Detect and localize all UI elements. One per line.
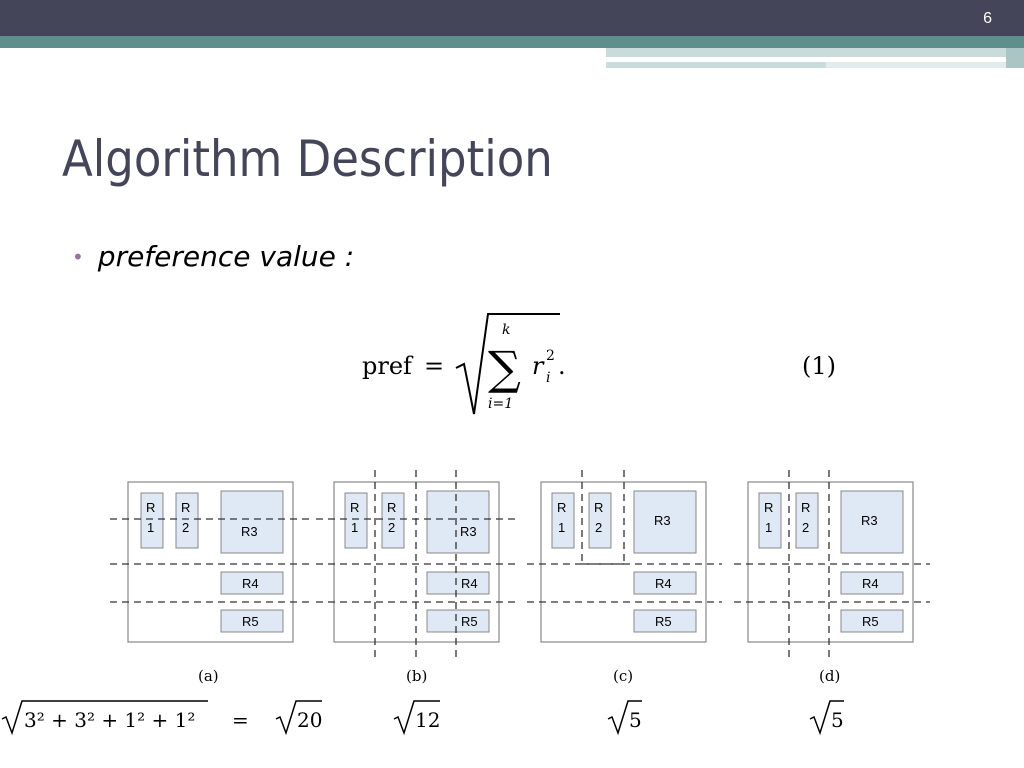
region-r1-label-r: R — [764, 500, 773, 515]
region-r4-label: R4 — [862, 576, 879, 591]
region-r1 — [344, 492, 368, 549]
panel-b: R 1 R 2 R3 R4 R5 (b) — [316, 470, 515, 685]
panel-a: R 1 R 2 R3 R4 R5 (a) — [110, 481, 310, 685]
region-r3-label: R3 — [460, 524, 477, 539]
region-r4-label: R4 — [242, 576, 259, 591]
partition-figure: R 1 R 2 R3 R4 R5 (a) R 1 R 2 R3 R4 R5 — [110, 470, 930, 685]
region-r2 — [795, 492, 819, 549]
region-r5-label: R5 — [461, 614, 478, 629]
region-r2 — [381, 492, 405, 549]
region-r2-label-n: 2 — [802, 520, 809, 535]
region-r5 — [220, 609, 284, 633]
header-accent-1 — [606, 48, 1024, 57]
header-accent-3 — [826, 62, 1024, 68]
formula-lhs: pref — [362, 352, 414, 380]
region-r3 — [840, 490, 904, 554]
bullet-text: preference value : — [97, 240, 355, 273]
region-r1-label-n: 1 — [765, 520, 772, 535]
region-r3-label: R3 — [654, 513, 671, 528]
region-r5-label: R5 — [242, 614, 259, 629]
slide-number: 6 — [983, 10, 992, 27]
region-r4 — [426, 571, 490, 595]
sqrt-icon — [275, 700, 322, 736]
region-r4-label: R4 — [461, 576, 478, 591]
result-a: 3² + 3² + 1² + 1² = 20 — [1, 700, 322, 736]
result-c-value: 5 — [629, 708, 642, 732]
region-r3 — [220, 490, 284, 554]
region-r3 — [633, 490, 697, 554]
region-r4 — [220, 571, 284, 595]
region-r2-label-r: R — [801, 500, 810, 515]
result-c: 5 — [607, 700, 642, 736]
sum-lower: i=1 — [488, 396, 513, 412]
panel-c: R 1 R 2 R3 R4 R5 (c) — [527, 470, 722, 685]
formula: pref = k ∑ i=1 r 2 i . (1) — [362, 313, 836, 415]
sqrt-icon — [455, 313, 560, 415]
region-r5 — [426, 609, 490, 633]
region-r3-label: R3 — [861, 513, 878, 528]
region-r2-label-r: R — [181, 500, 190, 515]
region-r4 — [840, 571, 904, 595]
sqrt-icon — [393, 700, 440, 736]
region-r2 — [175, 492, 199, 549]
region-r1 — [140, 492, 164, 549]
region-r1 — [551, 492, 575, 549]
region-r5-label: R5 — [862, 614, 879, 629]
header-accent-4 — [1006, 48, 1024, 68]
region-r1-label-n: 1 — [351, 520, 358, 535]
region-r1-label-r: R — [146, 500, 155, 515]
formula-equals: = — [424, 352, 444, 380]
result-b-value: 12 — [415, 708, 440, 732]
bullet-dot-icon: • — [72, 244, 84, 269]
result-a-value: 20 — [297, 708, 322, 732]
region-r2-label-n: 2 — [595, 520, 602, 535]
sqrt-icon — [607, 700, 642, 736]
region-r2-label-n: 2 — [388, 520, 395, 535]
preference-results: 3² + 3² + 1² + 1² = 20 12 5 5 — [1, 700, 844, 736]
panel-caption: (b) — [406, 667, 427, 685]
region-r1-label-n: 1 — [147, 520, 154, 535]
region-r4-label: R4 — [655, 576, 672, 591]
region-r1-label-n: 1 — [558, 520, 565, 535]
panel-d: R 1 R 2 R3 R4 R5 (d) — [734, 470, 930, 685]
region-r1-label-r: R — [350, 500, 359, 515]
result-d-value: 5 — [831, 708, 844, 732]
sqrt-icon — [1, 700, 208, 736]
sum-upper: k — [502, 322, 510, 338]
region-r3-label: R3 — [241, 524, 258, 539]
term-sub: i — [546, 370, 550, 386]
sqrt-icon — [809, 700, 844, 736]
region-r1 — [758, 492, 782, 549]
panel-caption: (c) — [613, 667, 633, 685]
header-stripe — [0, 36, 1024, 48]
result-b: 12 — [393, 700, 440, 736]
panel-caption: (d) — [819, 667, 840, 685]
region-r2-label-n: 2 — [182, 520, 189, 535]
region-r5 — [840, 609, 904, 633]
sum-icon: ∑ — [488, 341, 521, 395]
region-r5 — [633, 609, 697, 633]
region-r1-label-r: R — [557, 500, 566, 515]
term-sup: 2 — [546, 348, 555, 364]
slide-title: Algorithm Description — [62, 130, 553, 188]
region-r3 — [426, 490, 490, 554]
term-period: . — [558, 352, 566, 380]
result-a-expr: 3² + 3² + 1² + 1² — [24, 708, 195, 732]
result-d: 5 — [809, 700, 844, 736]
term-r: r — [532, 352, 545, 380]
equation-number: (1) — [802, 352, 836, 380]
panel-caption: (a) — [198, 667, 219, 685]
header-bar — [0, 0, 1024, 38]
region-r2 — [588, 492, 612, 549]
result-a-eq: = — [232, 708, 249, 732]
bullet-item: • preference value : — [72, 240, 354, 273]
region-r2-label-r: R — [594, 500, 603, 515]
region-r2-label-r: R — [387, 500, 396, 515]
region-r4 — [633, 571, 697, 595]
header-accent-2 — [606, 62, 826, 68]
region-r5-label: R5 — [655, 614, 672, 629]
